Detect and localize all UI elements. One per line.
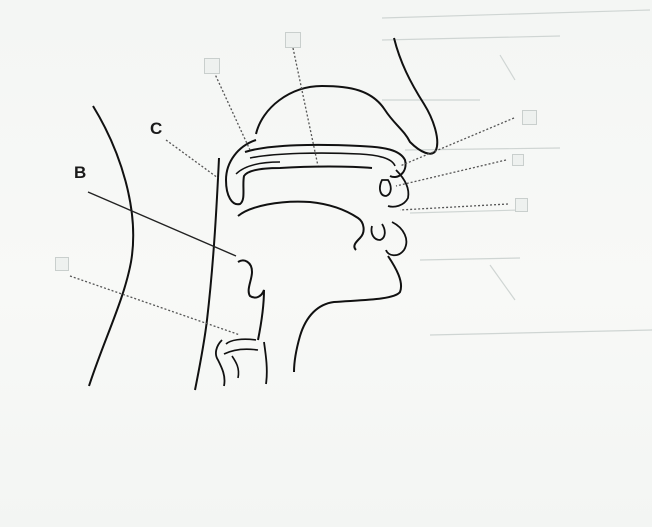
pointer-right-1 [400, 118, 514, 166]
hidden-label-box [204, 58, 220, 74]
pointer-d [214, 72, 250, 150]
upper-teeth [380, 180, 391, 196]
pointer-b [88, 192, 236, 256]
hidden-label-box [55, 257, 69, 271]
hidden-label-box [515, 198, 528, 212]
head-back-outline [89, 106, 133, 386]
hard-palate [245, 145, 406, 177]
pointer-right-3 [400, 204, 508, 210]
front-neck [264, 342, 267, 384]
pointer-e [293, 48, 318, 166]
label-c: C [150, 120, 162, 137]
hidden-label-box [512, 154, 524, 166]
pointer-c [166, 140, 218, 178]
lower-lip [386, 222, 406, 255]
pointer-lines [70, 48, 514, 335]
tongue-outline [238, 202, 364, 250]
soft-palate [226, 140, 372, 204]
hidden-label-box [285, 32, 301, 48]
trachea-front [216, 340, 225, 386]
palate-lower-edge [250, 153, 395, 166]
pointer-right-2 [396, 160, 506, 186]
larynx-outline [224, 339, 258, 354]
chin-jaw-outline [294, 256, 401, 372]
hidden-label-box [522, 110, 537, 125]
lower-teeth [371, 224, 384, 240]
label-b: B [74, 164, 86, 181]
trachea-ring [232, 356, 239, 378]
pointer-f [70, 276, 240, 335]
epiglottis [238, 260, 264, 340]
bleed-through-lines [382, 10, 652, 335]
nasal-cavity-outline [256, 38, 437, 154]
